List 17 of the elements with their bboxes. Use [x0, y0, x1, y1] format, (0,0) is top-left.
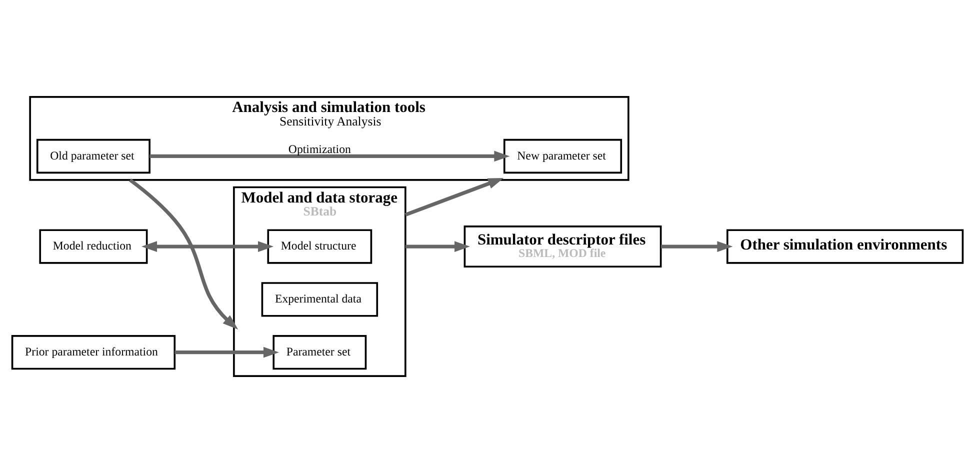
arrow	[174, 346, 280, 358]
node-box: Simulator descriptor files SBML, MOD file	[464, 226, 662, 268]
node-box: Model structure	[267, 229, 372, 264]
node-box: Other simulation environments	[726, 229, 964, 264]
arrow	[150, 150, 510, 162]
node-box: Prior parameter information	[11, 335, 176, 370]
arrow	[141, 241, 274, 252]
node-box: New parameter set	[503, 138, 622, 174]
node-box: Model reduction	[39, 229, 148, 264]
edge-label: Optimization	[288, 142, 351, 156]
node-box: Parameter set	[272, 335, 367, 370]
node-box: Experimental data	[261, 282, 378, 317]
arrow	[404, 178, 504, 216]
arrow	[405, 241, 470, 252]
node-box: Old parameter set	[36, 138, 150, 174]
arrow	[660, 241, 733, 252]
arrow	[128, 178, 238, 330]
